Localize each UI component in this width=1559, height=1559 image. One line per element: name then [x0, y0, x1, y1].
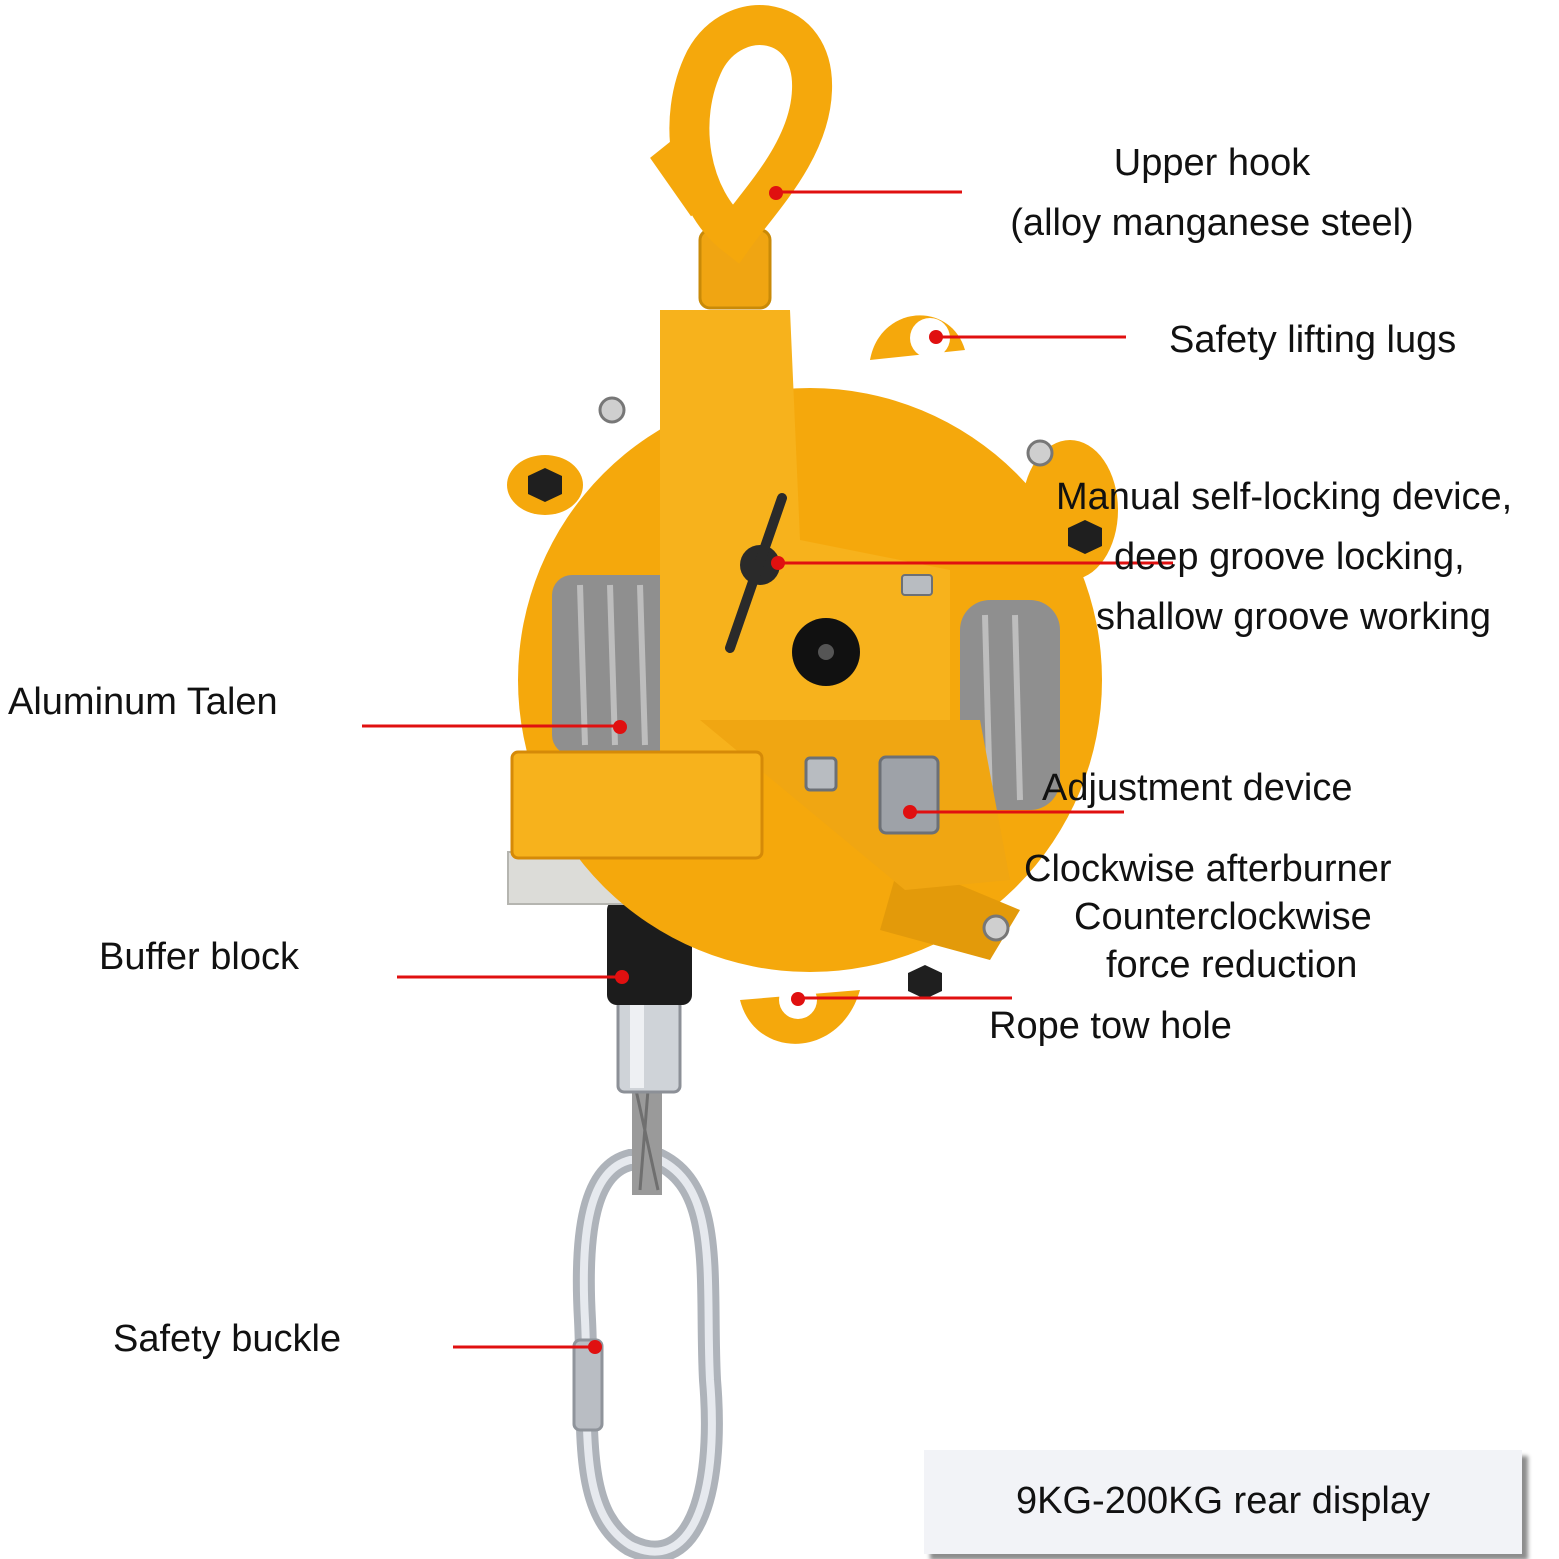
label-safety-buckle: Safety buckle: [113, 1316, 341, 1362]
wire-cable: [632, 1085, 662, 1195]
label-clockwise-line1: Clockwise afterburner: [1024, 848, 1392, 890]
balancer-body: [507, 310, 1118, 1044]
upper-hook-shape: [650, 5, 832, 310]
label-buffer-block-text: Buffer block: [99, 936, 299, 978]
label-self-locking-line1: Manual self-locking device,: [1056, 476, 1513, 518]
label-rope-tow-hole-text: Rope tow hole: [989, 1005, 1232, 1047]
label-adjustment-device: Adjustment device: [1042, 765, 1353, 811]
label-safety-buckle-text: Safety buckle: [113, 1318, 342, 1360]
label-rope-tow-hole: Rope tow hole: [989, 1003, 1232, 1049]
label-clockwise-afterburner: Clockwise afterburner Counterclockwise f…: [1024, 845, 1391, 989]
label-clockwise-line2: Counterclockwise: [1074, 896, 1372, 938]
label-upper-hook-line1: Upper hook: [1113, 142, 1311, 184]
caption-text: 9KG-200KG rear display: [1016, 1480, 1430, 1522]
safety-buckle-carabiner: [572, 1149, 723, 1559]
label-safety-lifting-lugs: Safety lifting lugs: [1169, 317, 1456, 363]
label-upper-hook: Upper hook (alloy manganese steel): [988, 140, 1436, 246]
label-safety-lifting-lugs-text: Safety lifting lugs: [1169, 319, 1457, 361]
label-adjustment-device-text: Adjustment device: [1042, 767, 1353, 809]
label-upper-hook-line2: (alloy manganese steel): [1010, 202, 1414, 244]
label-manual-self-locking: Manual self-locking device, deep groove …: [1056, 467, 1512, 647]
label-aluminum-talen-text: Aluminum Talen: [8, 681, 278, 723]
label-aluminum-talen: Aluminum Talen: [8, 679, 278, 725]
label-buffer-block: Buffer block: [99, 934, 299, 980]
steel-sleeve: [616, 998, 682, 1094]
leader-lines: [362, 190, 1173, 1349]
caption-box: 9KG-200KG rear display: [924, 1450, 1522, 1554]
label-self-locking-line2: deep groove locking,: [1114, 536, 1465, 578]
label-self-locking-line3: shallow groove working: [1096, 596, 1491, 638]
label-clockwise-line3: force reduction: [1106, 944, 1358, 986]
leader-dots: [588, 186, 943, 1354]
